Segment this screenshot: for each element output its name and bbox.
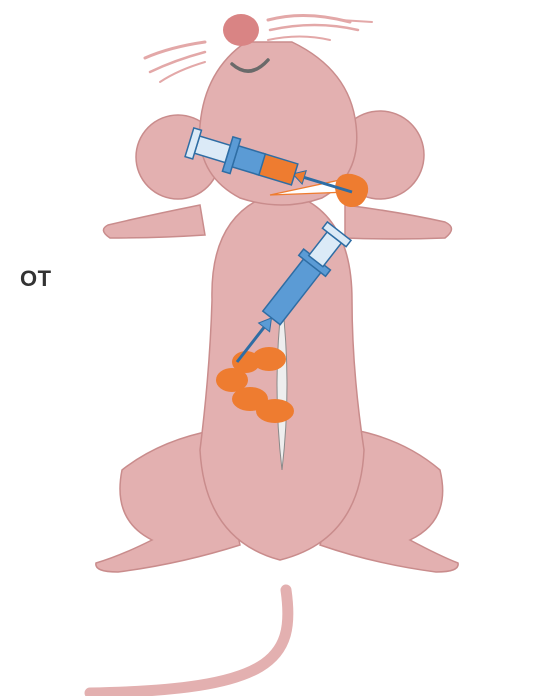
ot-label: OT [20,266,52,292]
nose [223,14,259,46]
tumor-nodule [256,399,294,423]
mouse-tail [90,590,288,693]
